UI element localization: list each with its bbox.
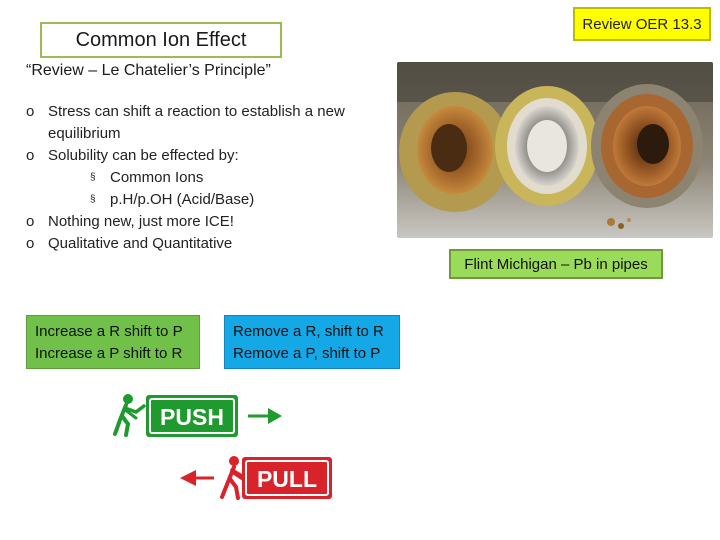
sub-bullet-item: § p.H/p.OH (Acid/Base)	[90, 189, 386, 211]
photo-caption: Flint Michigan – Pb in pipes	[464, 255, 648, 273]
sub-bullet-item: § Common Ions	[90, 167, 386, 189]
pull-sign-plate	[242, 457, 332, 499]
bullet-item: o Stress can shift a reaction to establi…	[26, 101, 386, 145]
remove-box: Remove a R, shift to R Remove a P, shift…	[224, 315, 400, 369]
increase-box: Increase a R shift to P Increase a P shi…	[26, 315, 200, 369]
sub-bullet-marker: §	[90, 194, 96, 205]
push-sign-label: PUSH	[160, 404, 224, 430]
bullet-marker: o	[26, 147, 35, 164]
sub-bullet-text: Common Ions	[110, 169, 204, 186]
bullet-list: o Stress can shift a reaction to establi…	[26, 101, 386, 255]
sub-bullet-marker: §	[90, 172, 96, 183]
pipes-illustration	[397, 62, 713, 238]
bullet-text: Solubility can be effected by:	[48, 147, 239, 164]
bullet-text: Nothing new, just more ICE!	[48, 213, 234, 230]
bullet-marker: o	[26, 103, 35, 120]
slide-title: Common Ion Effect	[75, 28, 247, 51]
arrow-right-icon	[248, 408, 282, 424]
photo-caption-box: Flint Michigan – Pb in pipes	[449, 249, 663, 279]
review-badge: Review OER 13.3	[573, 7, 711, 41]
pull-sign: PULL	[180, 456, 332, 500]
pull-sign-label: PULL	[257, 466, 317, 492]
remove-line-1: Remove a R, shift to R	[233, 323, 384, 340]
increase-line-1: Increase a R shift to P	[35, 323, 183, 340]
bullet-item: o Qualitative and Quantitative	[26, 233, 386, 255]
bullet-item: o Nothing new, just more ICE!	[26, 211, 386, 233]
corroded-pipes-photo	[397, 62, 713, 238]
bullet-text: Stress can shift a reaction to establish…	[48, 103, 345, 142]
arrow-left-icon	[180, 470, 214, 486]
push-sign: PUSH	[113, 394, 282, 437]
sub-bullet-list: § Common Ions § p.H/p.OH (Acid/Base)	[48, 167, 386, 211]
bullet-text: Qualitative and Quantitative	[48, 235, 233, 252]
bullet-marker: o	[26, 213, 35, 230]
sub-bullet-text: p.H/p.OH (Acid/Base)	[110, 191, 255, 208]
remove-line-2: Remove a P, shift to P	[233, 345, 381, 362]
push-sign-plate	[146, 395, 238, 437]
increase-line-2: Increase a P shift to R	[35, 345, 183, 362]
slide-subtitle: “Review – Le Chatelier’s Principle”	[26, 62, 271, 79]
review-badge-label: Review OER 13.3	[582, 15, 702, 33]
push-person-icon	[113, 394, 146, 437]
bullet-marker: o	[26, 235, 35, 252]
bullet-item: o Solubility can be effected by: § Commo…	[26, 145, 386, 211]
slide-title-box: Common Ion Effect	[40, 22, 282, 58]
